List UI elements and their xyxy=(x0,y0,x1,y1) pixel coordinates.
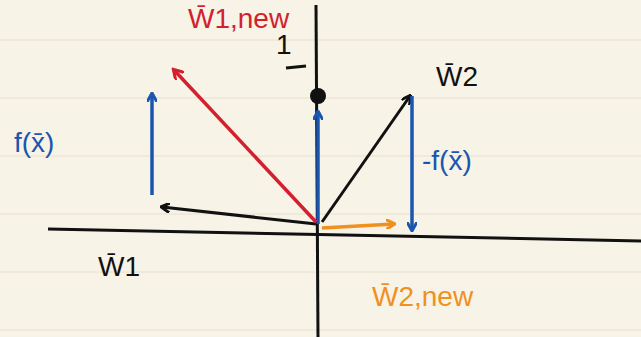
vector-label: W̄1,new xyxy=(188,4,289,35)
vector-label: W̄2,new xyxy=(372,282,473,313)
vector-label: W̄2 xyxy=(436,62,478,93)
function-label: -f(x̄) xyxy=(422,146,472,177)
vector-label: W̄1 xyxy=(98,252,140,283)
function-label: f(x̄) xyxy=(14,128,54,159)
tick-label: 1 xyxy=(276,30,292,61)
